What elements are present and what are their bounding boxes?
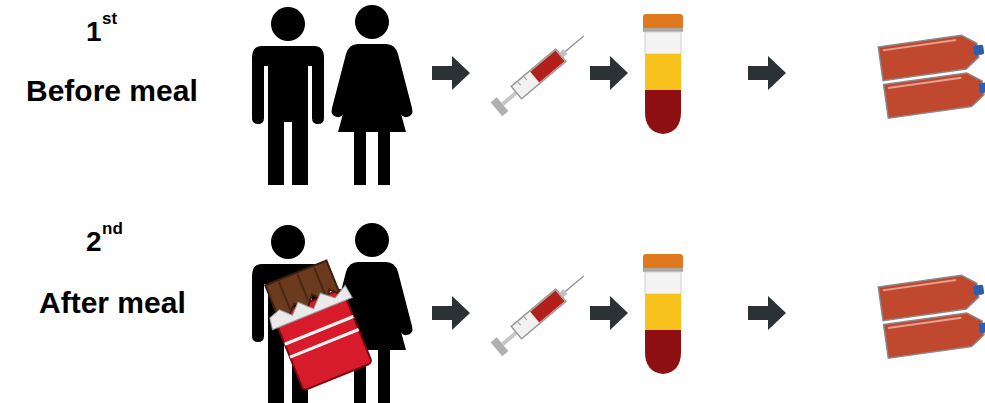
ordinal-suffix: nd xyxy=(102,220,123,237)
ordinal-suffix: st xyxy=(102,10,117,27)
row-caption: After meal xyxy=(39,288,186,318)
row-number: 1 xyxy=(86,18,102,46)
row-number: 2 xyxy=(86,228,102,256)
row-caption: Before meal xyxy=(26,76,198,106)
